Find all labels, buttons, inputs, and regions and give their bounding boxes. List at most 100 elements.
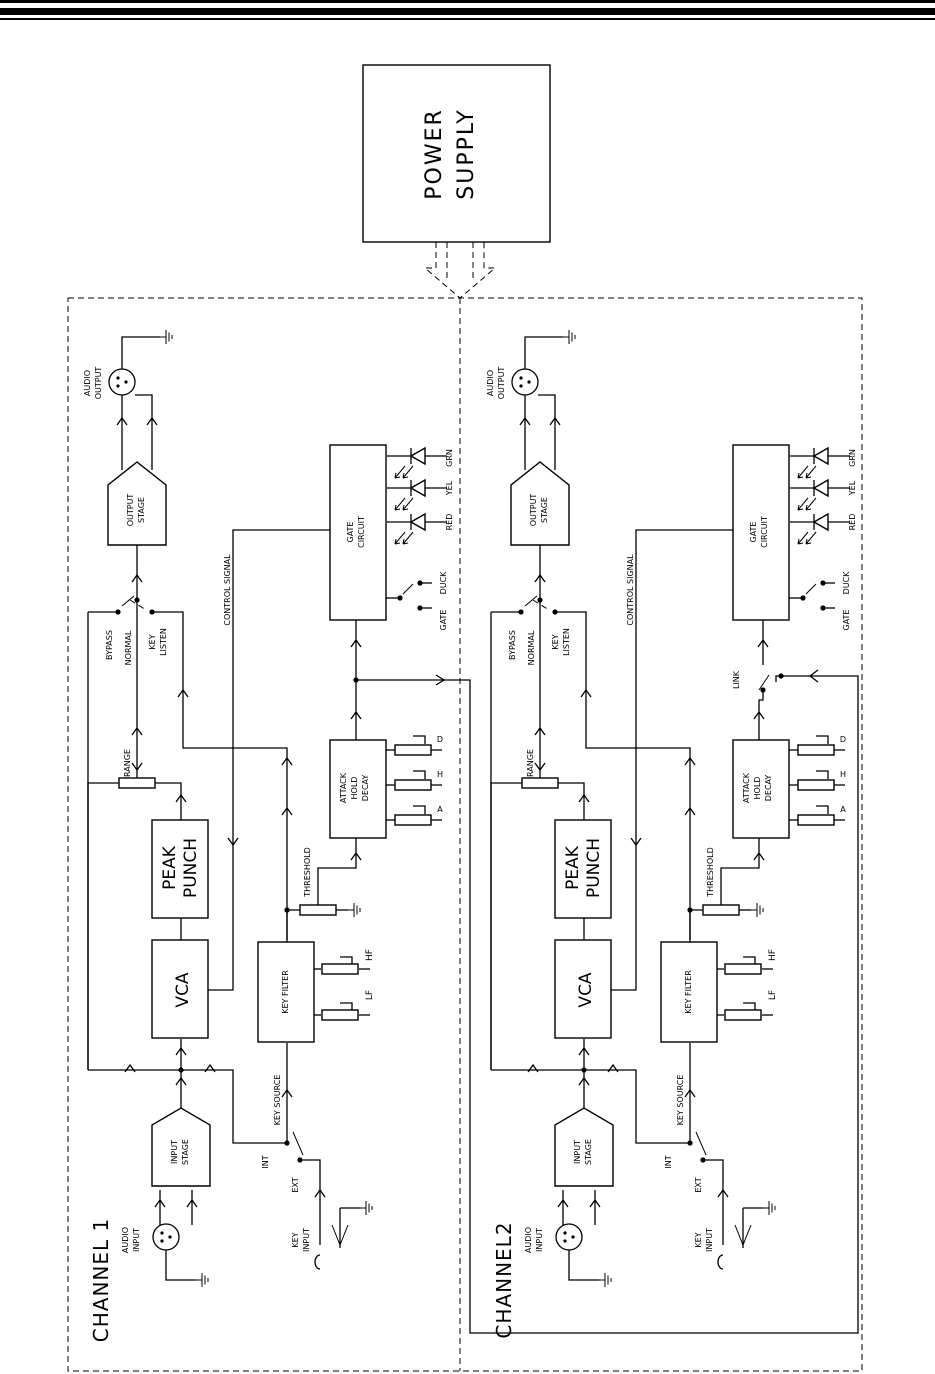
power-supply-label-line2: SUPPLY bbox=[454, 108, 479, 199]
key-filter-block bbox=[660, 941, 718, 1043]
ground-icon bbox=[762, 1200, 776, 1216]
ext-label: EXT bbox=[291, 1177, 300, 1192]
audio-input-connector-icon bbox=[555, 1223, 583, 1251]
key-input-label-line2: INPUT bbox=[302, 1228, 311, 1252]
normal-label: NORMAL bbox=[527, 630, 536, 665]
link-wiring bbox=[356, 669, 859, 1334]
hf-potentiometer-icon bbox=[724, 963, 762, 975]
threshold-label: THRESHOLD bbox=[706, 847, 715, 898]
vca-block bbox=[151, 939, 209, 1039]
gate-circuit-label: GATE bbox=[749, 522, 758, 543]
ground-icon bbox=[195, 1272, 209, 1288]
threshold-label: THRESHOLD bbox=[303, 847, 312, 898]
red-led-label: RED bbox=[848, 514, 857, 531]
channel-title: CHANNEL2 bbox=[492, 1221, 516, 1338]
pot-pot_a-label: A bbox=[840, 805, 846, 814]
peak-punch-label-line2: PUNCH bbox=[181, 838, 201, 898]
input-stage-block bbox=[554, 1107, 614, 1187]
key-input-jack-icon bbox=[717, 1254, 724, 1270]
peak-punch-block bbox=[151, 819, 209, 919]
red-led-icon bbox=[387, 512, 447, 545]
attack-label: ATTACK bbox=[742, 772, 751, 803]
audio-output-connector-icon bbox=[511, 368, 539, 396]
yellow-led-label: YEL bbox=[848, 480, 857, 496]
normal-label: NORMAL bbox=[124, 630, 133, 665]
range-potentiometer-icon bbox=[118, 777, 156, 789]
threshold-potentiometer-icon bbox=[702, 904, 740, 916]
lf-label: LF bbox=[365, 990, 375, 1000]
output-stage-label: OUTPUT bbox=[126, 494, 135, 527]
key-filter-label: KEY FILTER bbox=[684, 970, 693, 1014]
lf-potentiometer-icon bbox=[321, 1009, 359, 1021]
control-signal-label: CONTROL SIGNAL bbox=[626, 554, 635, 626]
audio-input-label: AUDIO bbox=[121, 1227, 130, 1253]
ahd-potentiometer-icon bbox=[394, 779, 432, 791]
key-input-label: KEY bbox=[694, 1232, 703, 1247]
pot-pot_a-label: A bbox=[437, 805, 443, 814]
ground-icon bbox=[359, 1200, 373, 1216]
bypass-label: BYPASS bbox=[105, 630, 114, 660]
ground-icon bbox=[347, 902, 361, 918]
ground-icon bbox=[598, 1272, 612, 1288]
key-listen-label-line2: LISTEN bbox=[562, 628, 571, 656]
input-stage-label-line2: STAGE bbox=[181, 1139, 190, 1165]
ahd-potentiometer-icon bbox=[797, 779, 835, 791]
red-led-label: RED bbox=[445, 514, 454, 531]
ext-label: EXT bbox=[694, 1177, 703, 1192]
ground-icon bbox=[750, 902, 764, 918]
range-potentiometer-icon bbox=[521, 777, 559, 789]
output-stage-label-line2: STAGE bbox=[540, 497, 549, 523]
key-listen-label: KEY bbox=[148, 634, 157, 649]
green-led-label: GRN bbox=[848, 449, 857, 467]
hf-label: HF bbox=[768, 949, 778, 961]
audio-output-connector-icon bbox=[108, 368, 136, 396]
int-label: INT bbox=[261, 1155, 270, 1168]
yellow-led-icon bbox=[790, 478, 850, 511]
attack-hold-decay-block bbox=[732, 739, 790, 839]
input-stage-label: INPUT bbox=[170, 1140, 179, 1164]
green-led-label: GRN bbox=[445, 449, 454, 467]
key-filter-label: KEY FILTER bbox=[281, 970, 290, 1014]
duck-label: DUCK bbox=[439, 571, 448, 595]
audio-output-label-line2: OUTPUT bbox=[94, 367, 103, 400]
output-stage-block bbox=[107, 461, 167, 546]
ahd-potentiometer-icon bbox=[797, 744, 835, 756]
channel-title: CHANNEL 1 bbox=[89, 1218, 113, 1342]
key-source-label: KEY SOURCE bbox=[676, 1075, 685, 1126]
key-input-label: KEY bbox=[291, 1232, 300, 1247]
red-led-icon bbox=[790, 512, 850, 545]
input-stage-block bbox=[151, 1107, 211, 1187]
audio-output-label-line2: OUTPUT bbox=[497, 367, 506, 400]
green-led-icon bbox=[387, 446, 447, 479]
control-signal-label: CONTROL SIGNAL bbox=[223, 554, 232, 626]
attack-label: ATTACK bbox=[339, 772, 348, 803]
range-label: RANGE bbox=[123, 749, 132, 777]
output-stage-label-line2: STAGE bbox=[137, 497, 146, 523]
gate-label: GATE bbox=[842, 610, 851, 631]
attack-hold-decay-block bbox=[329, 739, 387, 839]
vca-label: VCA bbox=[576, 972, 596, 1007]
hold-label: HOLD bbox=[350, 777, 359, 800]
gate-circuit-block bbox=[329, 444, 387, 621]
gate-circuit-label-line2: CIRCUIT bbox=[760, 516, 769, 548]
link-label: LINK bbox=[732, 670, 741, 689]
yellow-led-label: YEL bbox=[445, 480, 454, 496]
pot-pot_d-label: D bbox=[840, 735, 846, 744]
audio-input-label-line2: INPUT bbox=[132, 1228, 141, 1252]
peak-punch-label: PEAK bbox=[563, 845, 583, 890]
peak-punch-block bbox=[554, 819, 612, 919]
key-listen-label-line2: LISTEN bbox=[159, 628, 168, 656]
int-label: INT bbox=[664, 1155, 673, 1168]
output-stage-block bbox=[510, 461, 570, 546]
hf-potentiometer-icon bbox=[321, 963, 359, 975]
key-filter-block bbox=[257, 941, 315, 1043]
audio-input-label: AUDIO bbox=[524, 1227, 533, 1253]
ground-icon bbox=[562, 329, 576, 345]
range-label: RANGE bbox=[526, 749, 535, 777]
pot-pot_d-label: D bbox=[437, 735, 443, 744]
ahd-potentiometer-icon bbox=[797, 814, 835, 826]
power-connection bbox=[423, 242, 497, 299]
